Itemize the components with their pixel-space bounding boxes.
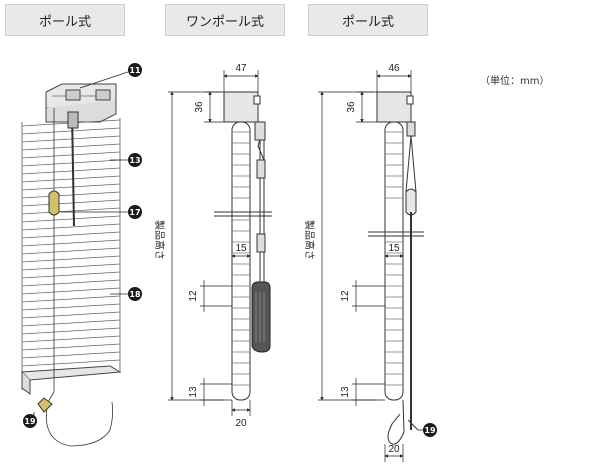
dim-head-36: 36 [194,101,205,113]
callout-17: 17 [128,205,142,219]
dim-width-46: 46 [388,63,400,74]
callout-18: 18 [128,287,142,301]
tab-pole-type-right: ポール式 [308,4,428,36]
dim-bottom-13: 13 [340,386,351,398]
dim-gap-12: 12 [188,290,199,302]
dim-bottom-width-20: 20 [235,418,247,429]
callout-19-left: 19 [23,414,37,428]
tab-label: ワンポール式 [185,14,264,30]
callout-18-label: 18 [129,290,141,299]
callout-11: 11 [128,63,142,77]
dim-head-36: 36 [346,101,357,113]
callout-13: 13 [128,153,142,167]
dim-gap-12: 12 [340,290,351,302]
blind-perspective-illustration [20,83,122,447]
callout-19-label: 19 [24,417,36,426]
dim-width-47: 47 [235,63,247,74]
tab-label: ポール式 [38,14,91,30]
dim-bottom-width-20: 20 [388,444,400,455]
callout-13-label: 13 [129,156,140,165]
tab-pole-type-left: ポール式 [5,4,125,36]
dim-product-height: 製品高さ [153,220,166,260]
pole-side-view [368,91,424,445]
one-pole-side-view [214,91,272,401]
callout-11-label: 11 [129,66,141,75]
unit-note: （単位：mm） [480,76,550,87]
tab-one-pole-type: ワンポール式 [165,4,285,36]
callout-19-label: 19 [424,426,436,435]
dim-pitch-15: 15 [388,243,400,254]
dim-product-height: 製品高さ [303,220,316,260]
callout-17-label: 17 [129,208,140,217]
dim-bottom-13: 13 [188,386,199,398]
dim-pitch-15: 15 [235,243,247,254]
tab-label: ポール式 [341,14,394,30]
callout-19-right: 19 [423,423,437,437]
